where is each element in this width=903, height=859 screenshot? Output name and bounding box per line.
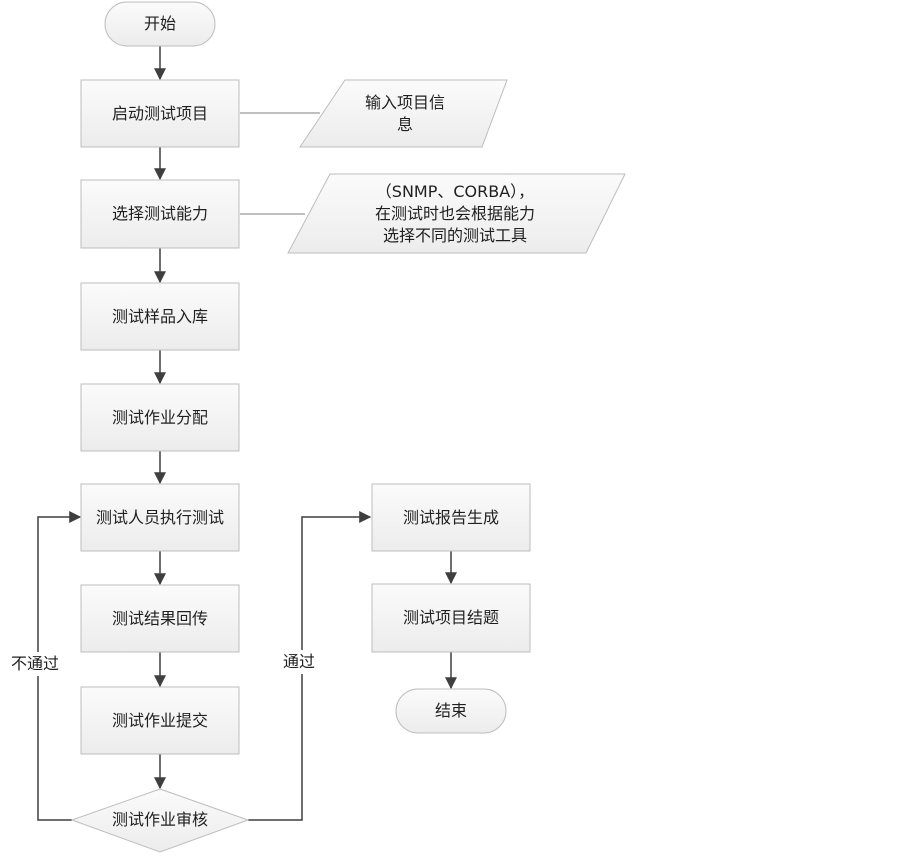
end-label: 结束 <box>434 701 467 720</box>
fail-edge-label: 不通过 <box>11 652 60 676</box>
end-terminator <box>395 688 507 734</box>
pass-edge-label: 通过 <box>283 650 316 674</box>
capability-note-parallelogram <box>287 173 626 254</box>
report-generate-label: 测试报告生成 <box>402 507 499 527</box>
job-review-decision <box>70 788 250 853</box>
project-close-box <box>371 583 531 653</box>
shapes <box>70 1 626 853</box>
execute-test-label: 测试人员执行测试 <box>95 507 224 527</box>
start-label: 开始 <box>143 14 176 33</box>
job-review-label: 测试作业审核 <box>111 810 208 829</box>
sample-storage-box <box>80 282 240 351</box>
report-generate-box <box>371 483 531 552</box>
project-close-label: 测试项目结题 <box>402 608 499 627</box>
input-info-label: 输入项目信 息 <box>364 92 445 134</box>
select-capability-label: 选择测试能力 <box>111 204 208 223</box>
result-return-label: 测试结果回传 <box>111 608 208 628</box>
select-capability-box <box>80 179 240 249</box>
job-submit-box <box>80 686 240 755</box>
job-submit-label: 测试作业提交 <box>111 710 208 730</box>
result-return-box <box>80 584 240 653</box>
sample-storage-label: 测试样品入库 <box>111 306 208 326</box>
start-terminator <box>104 1 216 47</box>
input-info-parallelogram <box>299 79 508 148</box>
job-assignment-label: 测试作业分配 <box>111 407 208 427</box>
capability-note-label: （SNMP、CORBA）， 在测试时也会根据能力 选择不同的测试工具 <box>374 181 535 245</box>
execute-test-box <box>80 483 240 552</box>
job-assignment-box <box>80 383 240 452</box>
launch-project-label: 启动测试项目 <box>111 103 208 123</box>
launch-project-box <box>80 79 240 148</box>
